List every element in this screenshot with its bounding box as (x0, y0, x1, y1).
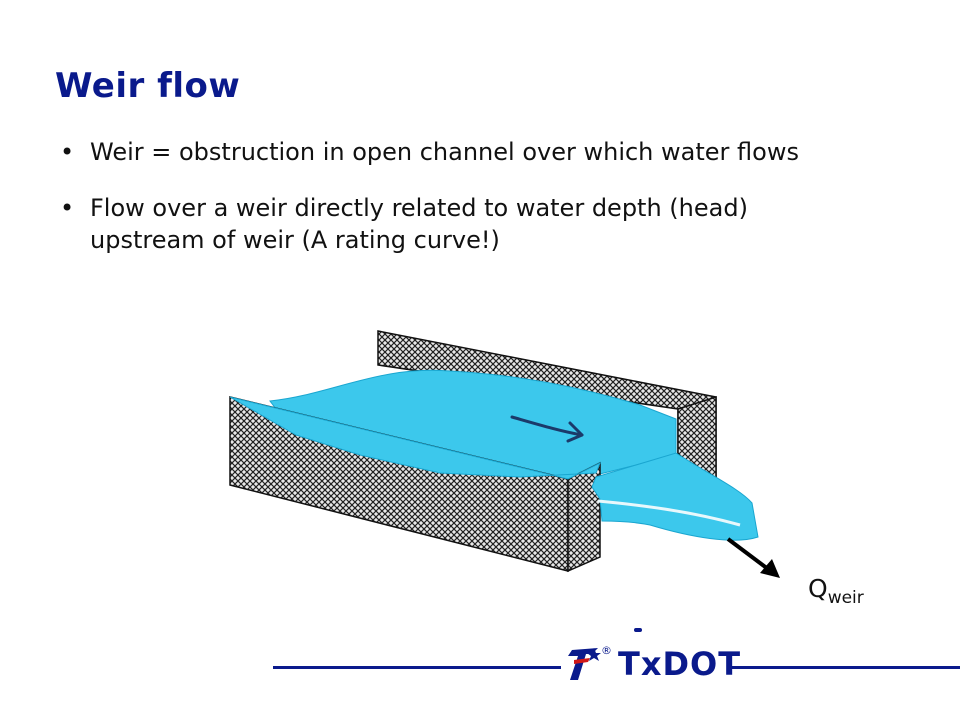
bullet-item: • Flow over a weir directly related to w… (58, 192, 818, 256)
txdot-logo-text: TxDOT (618, 645, 742, 683)
footer-line-left (273, 666, 561, 669)
front-block-top (229, 396, 601, 480)
bullet-marker: • (60, 194, 75, 222)
txdot-logo (568, 648, 601, 680)
footer-line-right (732, 666, 960, 669)
bullet-item: • Weir = obstruction in open channel ove… (58, 136, 818, 168)
flow-direction-arrow (510, 415, 584, 437)
registered-mark: ® (601, 644, 612, 657)
slide-title: Weir flow (55, 66, 241, 106)
footer-mark (634, 628, 642, 632)
bullet-list: • Weir = obstruction in open channel ove… (58, 136, 818, 280)
txdot-star-icon (568, 648, 598, 680)
weir-diagram (229, 330, 780, 578)
discharge-arrow (726, 537, 770, 571)
flow-label-subscript: weir (827, 588, 864, 608)
bullet-text: Flow over a weir directly related to wat… (90, 194, 748, 254)
flow-label-q: Q (808, 574, 828, 603)
bullet-marker: • (60, 138, 75, 166)
flow-label: Qweir (808, 574, 864, 608)
star-icon (587, 648, 601, 661)
bullet-text: Weir = obstruction in open channel over … (90, 138, 799, 166)
